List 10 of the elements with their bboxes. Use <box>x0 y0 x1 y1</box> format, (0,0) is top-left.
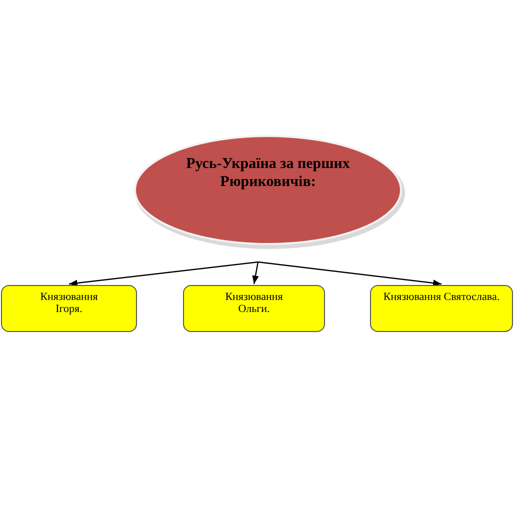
arrow <box>252 262 259 284</box>
ellipse-title: Русь-Україна за перших Рюриковичів: <box>185 155 351 191</box>
text-box <box>183 285 325 332</box>
box-text: Князювання Святослава. <box>382 291 501 303</box>
arrow <box>68 261 258 286</box>
box-text: Князювання Ольги. <box>224 291 284 315</box>
text-box <box>370 285 513 332</box>
box-text: Князювання Ігоря. <box>39 291 99 315</box>
arrow <box>258 261 442 286</box>
text-box <box>1 285 137 332</box>
